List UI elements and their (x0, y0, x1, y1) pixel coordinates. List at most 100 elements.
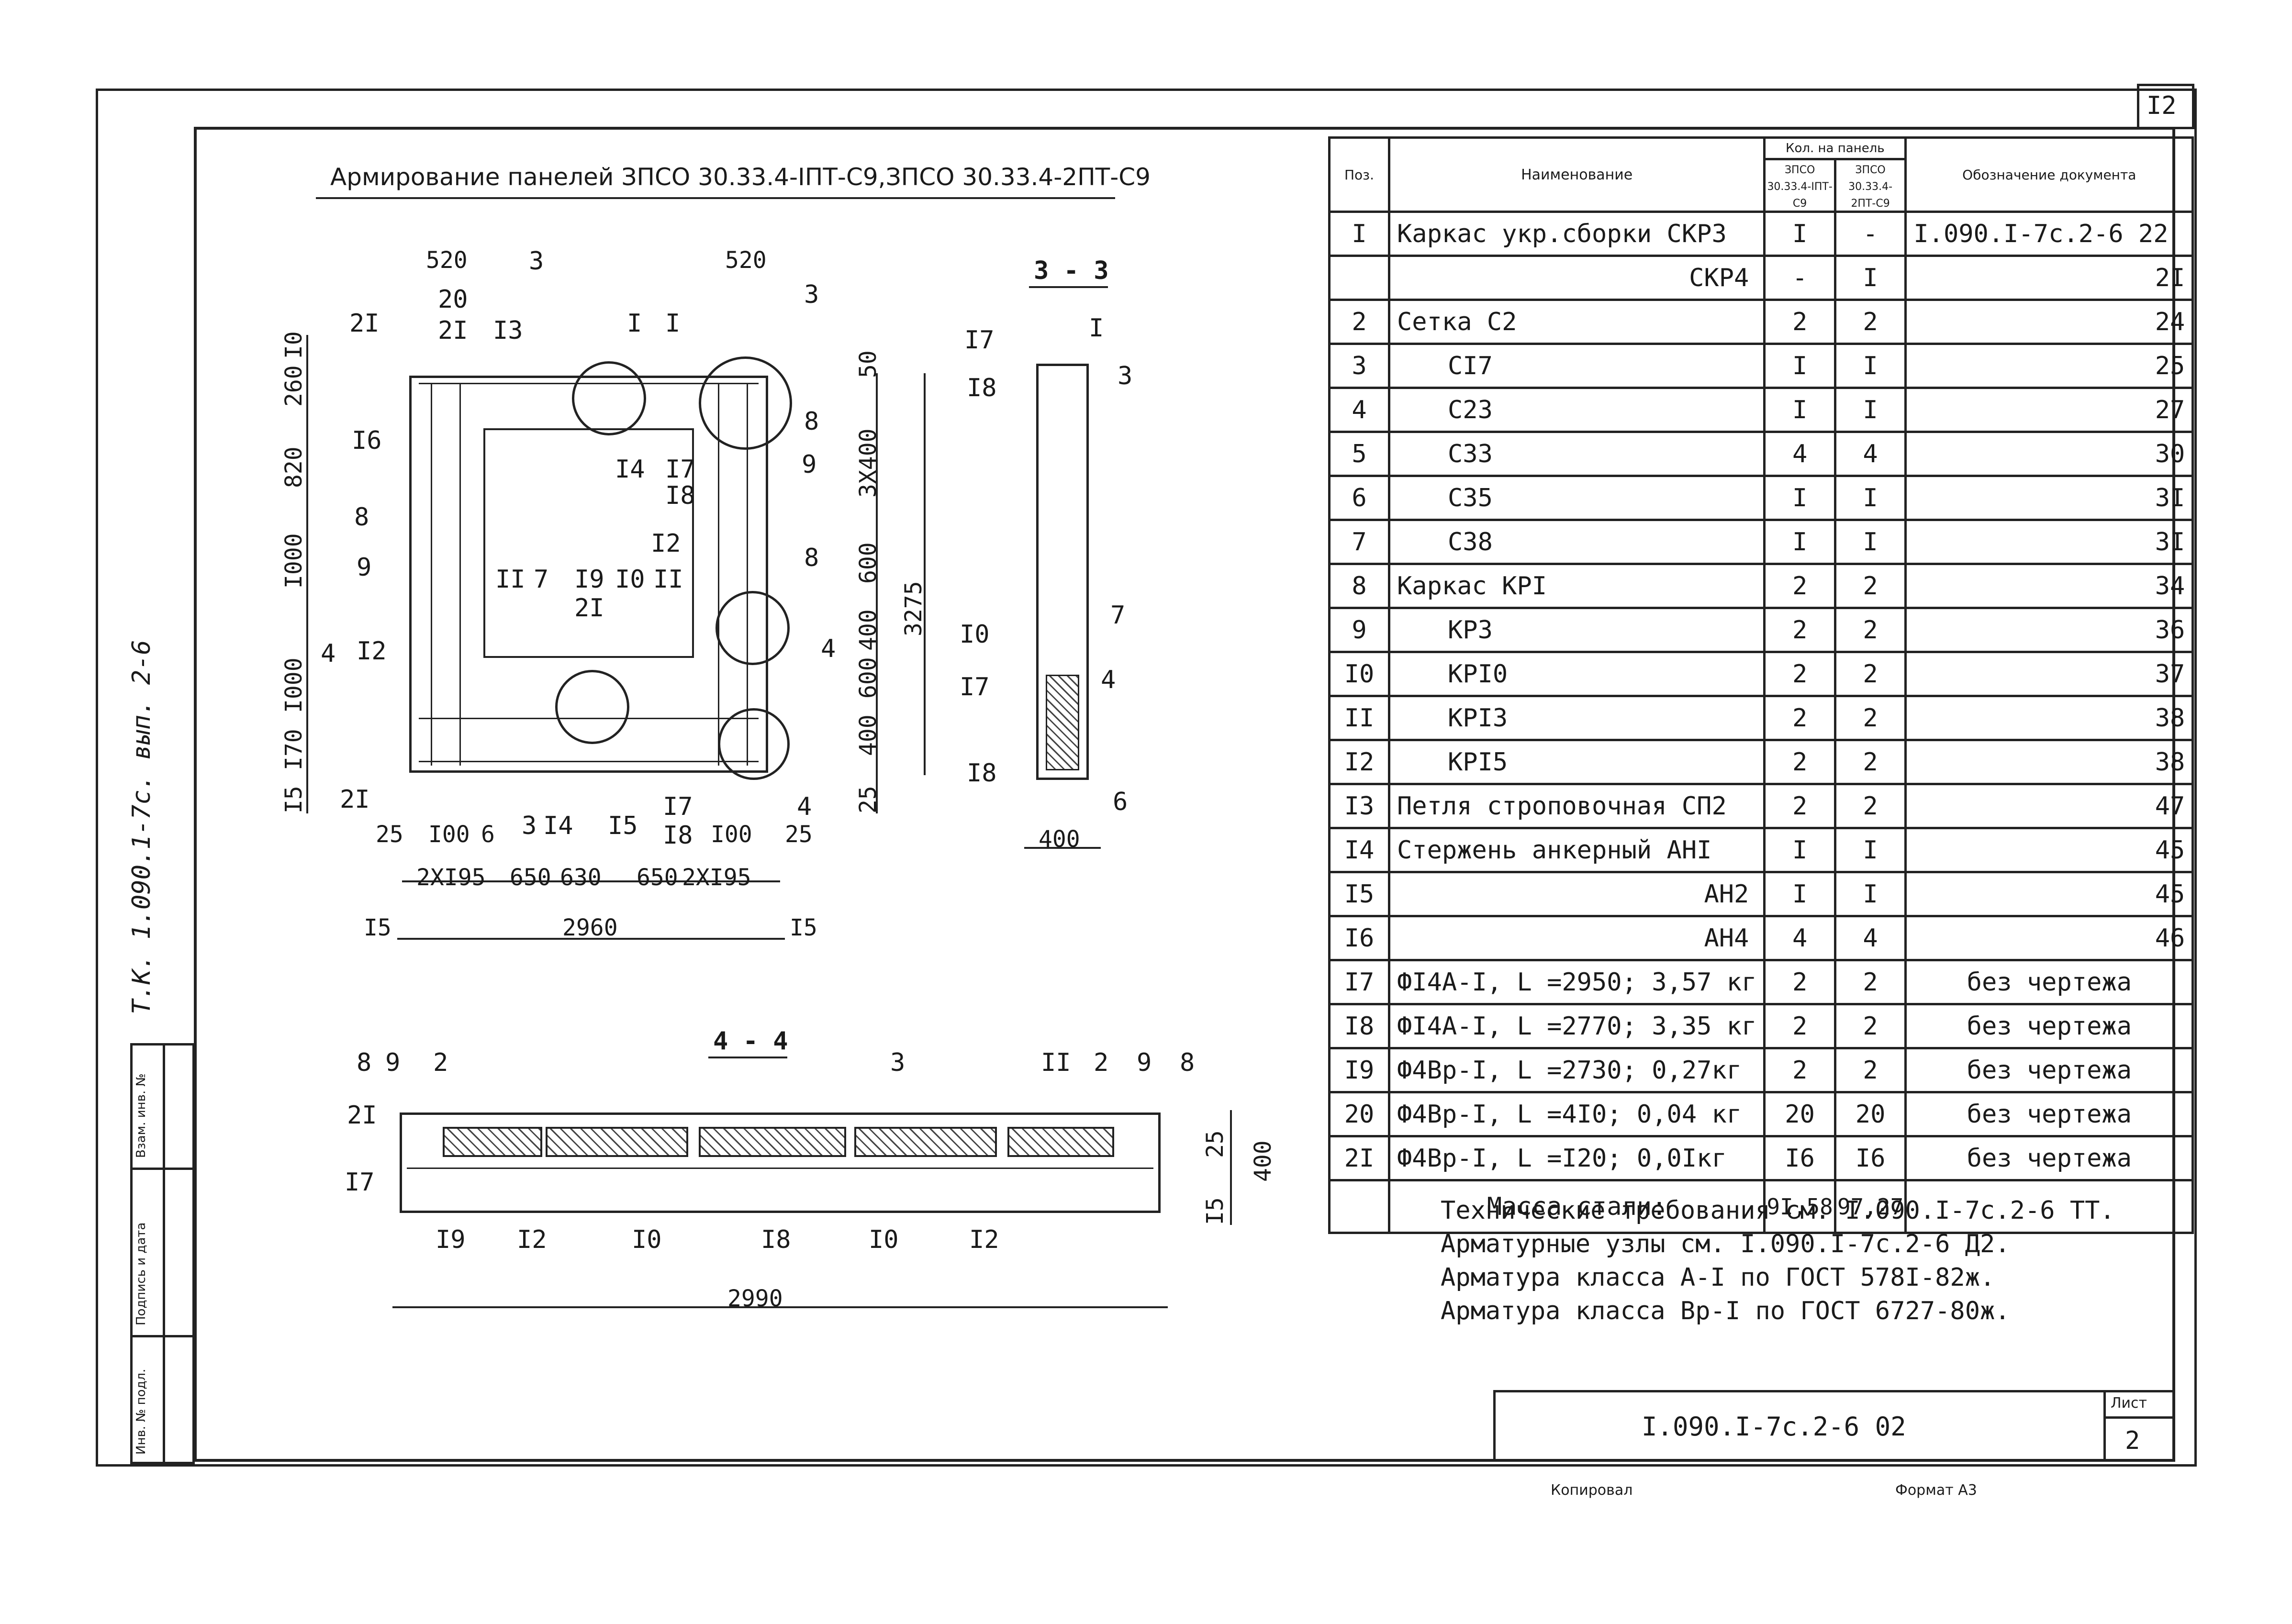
cell-qty-a: 4 (1763, 431, 1836, 477)
dim-bottom: 2ХI95 (682, 864, 751, 891)
dim-line-left (306, 335, 308, 813)
drawing-title: Армирование панелей ЗПСО 30.33.4-IПТ-С9,… (330, 163, 1151, 191)
cut-mark-4-left: 4 (321, 639, 336, 668)
cell-qty-a: I (1763, 871, 1836, 917)
cell-position: 4 (1328, 387, 1390, 433)
position-callout: I (627, 309, 642, 338)
position-callout: 2I (438, 316, 468, 345)
cell-qty-b: I (1834, 255, 1907, 301)
position-callout: I (665, 309, 681, 338)
cell-document: 36 (1904, 607, 2194, 653)
cell-position: I2 (1328, 739, 1390, 785)
cell-qty-a: 2 (1763, 607, 1836, 653)
dim-right: 600 (855, 657, 882, 699)
dim-right: 3Х400 (855, 428, 882, 498)
rebar-line (419, 761, 759, 762)
table-subheader-row: ЗПСО 30.33.4-IПТ-С9 ЗПСО 30.33.4-2ПТ-С9 (1330, 158, 2193, 213)
footer-format: Формат А3 (1895, 1482, 1977, 1499)
cell-position: II (1328, 695, 1390, 741)
cell-name: КРI0 (1387, 651, 1766, 697)
position-callout: II (495, 565, 525, 594)
cell-qty-b: I (1834, 871, 1907, 917)
cell-qty-b: I6 (1834, 1135, 1907, 1181)
position-callout: 9 (385, 1048, 401, 1077)
dim-line-overall-height (924, 373, 926, 775)
dim-bottom: I00 (428, 821, 470, 848)
insulation-block (699, 1127, 846, 1157)
position-callout: 2I (347, 1101, 377, 1130)
rebar-line (407, 1168, 1153, 1169)
position-callout: I7 (960, 673, 990, 701)
dim-line-section-height (1230, 1110, 1232, 1225)
side-code: Т.К. 1.090.1-7с. вып. 2-6 (127, 640, 156, 1014)
insulation-block (546, 1127, 688, 1157)
position-callout: 8 (804, 407, 819, 436)
position-callout: I4 (543, 812, 573, 840)
position-callout: 8 (354, 503, 369, 532)
position-callout: II (653, 565, 683, 594)
cell-position: 2I (1328, 1135, 1390, 1181)
stamp-field-signature: Подпись и дата (134, 1222, 148, 1325)
cell-qty-a: I (1763, 387, 1836, 433)
cell-document: без чертежа (1904, 1091, 2194, 1137)
cell-document: 34 (1904, 563, 2194, 609)
cut-mark-3-bottom: 3 (522, 812, 537, 840)
cell-position: I (1328, 211, 1390, 257)
position-callout: 9 (1137, 1048, 1152, 1077)
position-callout: I7 (663, 792, 693, 821)
cell-document: 3I (1904, 519, 2194, 565)
outer-sheet-border (96, 89, 2197, 1467)
position-callout: 7 (1110, 601, 1126, 630)
cell-position: I8 (1328, 1003, 1390, 1049)
cell-document: без чертежа (1904, 1135, 2194, 1181)
cell-position: 8 (1328, 563, 1390, 609)
cell-qty-a: 4 (1763, 915, 1836, 961)
cell-position: 20 (1328, 1091, 1390, 1137)
detail-circle (716, 591, 790, 665)
position-callout: 3 (890, 1048, 906, 1077)
cell-qty-a: 2 (1763, 563, 1836, 609)
cell-qty-b: I (1834, 827, 1907, 873)
cell-qty-a: I (1763, 475, 1836, 521)
cell-name: КРI5 (1387, 739, 1766, 785)
cell-qty-b: 2 (1834, 563, 1907, 609)
position-callout: 20 (438, 285, 468, 314)
dim-right: 600 (855, 542, 882, 584)
cell-document: 46 (1904, 915, 2194, 961)
section-4-4-outline (400, 1112, 1161, 1213)
stamp-divider (130, 1168, 195, 1170)
cut-mark-3-top: 3 (529, 247, 544, 276)
position-callout: 8 (357, 1048, 372, 1077)
position-callout: I2 (969, 1225, 999, 1254)
end-mark-left: I5 (364, 914, 391, 941)
cell-name: ФI4А-I, L =2950; 3,57 кг (1387, 959, 1766, 1005)
position-callout: 2I (574, 594, 604, 623)
position-callout: I8 (663, 821, 693, 850)
dim-overall-height: 3275 (900, 581, 927, 636)
cell-name: ФI4А-I, L =2770; 3,35 кг (1387, 1003, 1766, 1049)
cell-name: С23 (1387, 387, 1766, 433)
cell-qty-b: 4 (1834, 431, 1907, 477)
cell-position: I4 (1328, 827, 1390, 873)
dim-bottom: I00 (711, 821, 752, 848)
cell-name: Ф4Вр-I, L =2730; 0,27кг (1387, 1047, 1766, 1093)
rebar-line (718, 383, 719, 766)
header-quantity: Кол. на панель (1763, 136, 1907, 160)
dim-top-right: 520 (725, 247, 767, 274)
cell-document: 37 (1904, 651, 2194, 697)
cell-qty-b: 20 (1834, 1091, 1907, 1137)
header-name: Наименование (1387, 136, 1766, 213)
dim-bottom: 650 (637, 864, 678, 891)
section-3-3-title: 3 - 3 (1034, 256, 1109, 285)
cell-document: 25 (1904, 343, 2194, 389)
section-3-3-outline (1036, 364, 1089, 780)
